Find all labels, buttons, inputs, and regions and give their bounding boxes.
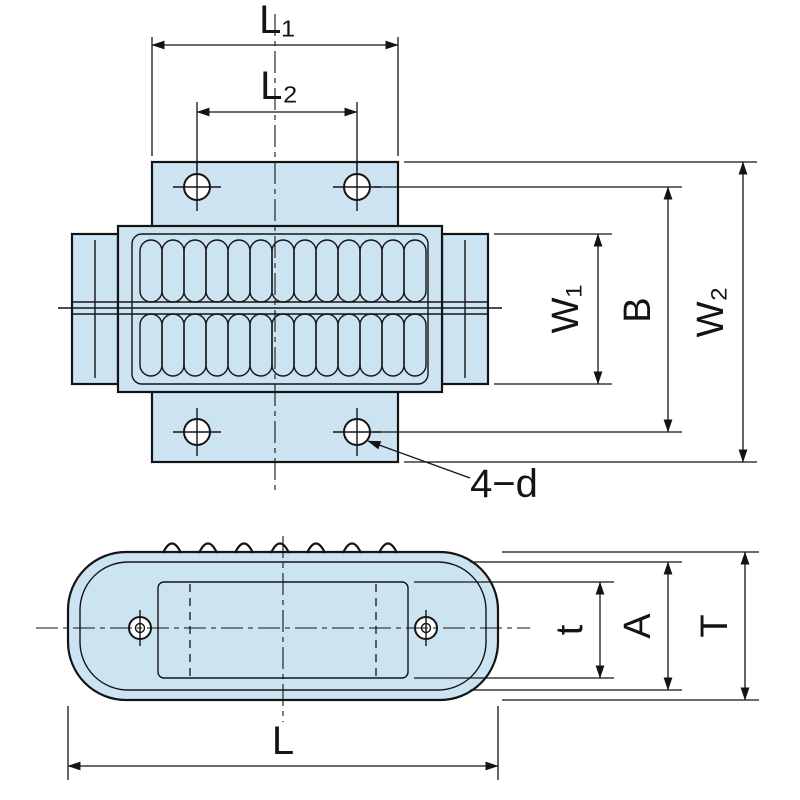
dim-L-label: L: [272, 719, 294, 763]
dim-L: L: [67, 706, 499, 780]
dim-W1: W₁: [494, 233, 612, 385]
dim-B-label: B: [617, 297, 659, 322]
leader-line: [367, 440, 471, 479]
roller-bump: [162, 542, 182, 554]
dim-L2: L₂: [196, 64, 358, 170]
front-view: [36, 536, 530, 722]
roller-bump: [378, 542, 398, 554]
callout-4d: 4−d: [367, 440, 538, 506]
dim-L2-label: L₂: [260, 64, 298, 108]
mounting-hole-top-left: [173, 163, 221, 211]
roller-bump: [198, 542, 218, 554]
roller-bump: [306, 542, 326, 554]
mounting-hole-bottom-right: [333, 408, 381, 456]
dim-B: B: [374, 186, 682, 433]
roller-bump: [234, 542, 254, 554]
body-center: [116, 224, 444, 394]
roller-bump: [342, 542, 362, 554]
roller-bump: [270, 542, 290, 554]
dim-L1: L₁: [151, 0, 399, 156]
dim-A-label: A: [617, 613, 659, 639]
dim-A: A: [470, 561, 682, 691]
dim-W2-label: W₂: [690, 287, 732, 338]
mounting-hole-bottom-left: [173, 408, 221, 456]
mounting-hole-top-right: [333, 163, 381, 211]
roller-bumps: [162, 542, 398, 554]
dim-W1-label: W₁: [545, 285, 587, 334]
dim-t: t: [414, 581, 614, 679]
dim-L1-label: L₁: [259, 0, 295, 42]
dim-W2: W₂: [404, 161, 757, 463]
dim-T-label: T: [694, 614, 736, 637]
roller-cage-outline: [131, 233, 429, 385]
top-view: [58, 14, 502, 492]
dim-t-label: t: [549, 624, 591, 635]
hole-callout-label: 4−d: [470, 462, 538, 506]
dim-T: T: [502, 551, 759, 701]
